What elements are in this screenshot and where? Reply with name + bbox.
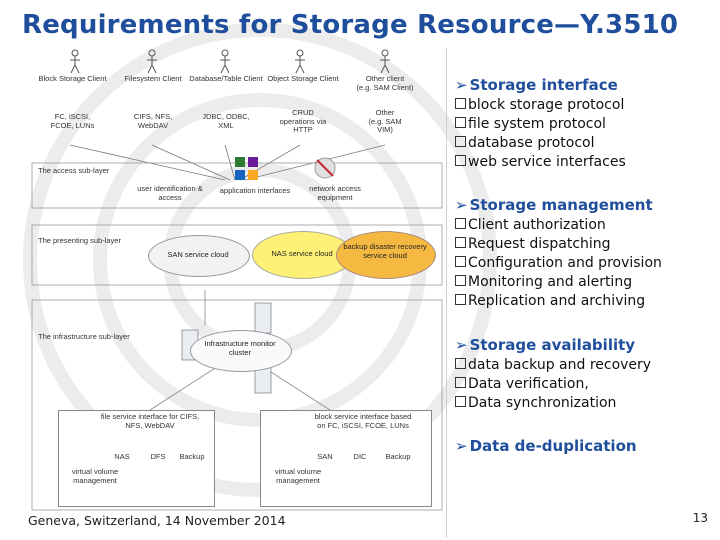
list-item: file system protocol xyxy=(455,115,717,134)
section-storage-management: ➢Storage management Client authorization… xyxy=(455,194,717,311)
page-number: 13 xyxy=(692,511,708,525)
presenting-sublayer-label: The presenting sub-layer xyxy=(38,236,121,245)
client-database: Database/Table Client xyxy=(189,74,263,83)
section-title: ➢Data de-duplication xyxy=(455,437,637,455)
access-sublayer-label: The access sub-layer xyxy=(38,166,110,175)
disk-backup-right: Backup xyxy=(385,452,411,461)
client-other: Other client (e.g. SAM Client) xyxy=(356,74,414,92)
arrow-bullet-icon: ➢ xyxy=(455,336,468,354)
client-block-storage: Block Storage Client xyxy=(38,74,107,83)
arrow-bullet-icon: ➢ xyxy=(455,196,468,214)
list-item: Replication and archiving xyxy=(455,292,717,311)
square-bullet-icon xyxy=(455,358,466,369)
list-item: database protocol xyxy=(455,134,717,153)
client-filesystem: Filesystem Client xyxy=(124,74,182,83)
architecture-diagram: Block Storage Client Filesystem Client D… xyxy=(30,45,445,515)
section-title: ➢Storage management xyxy=(455,196,653,214)
list-item: Configuration and provision xyxy=(455,254,717,273)
access-item-app-interfaces: application interfaces xyxy=(219,186,291,195)
square-bullet-icon xyxy=(455,237,466,248)
list-item: Client authorization xyxy=(455,216,717,235)
disk-dic: DIC xyxy=(353,452,367,461)
square-bullet-icon xyxy=(455,294,466,305)
square-bullet-icon xyxy=(455,396,466,407)
infra-cluster-cloud xyxy=(190,330,292,372)
file-service-box xyxy=(58,410,215,507)
square-bullet-icon xyxy=(455,155,466,166)
arrow-bullet-icon: ➢ xyxy=(455,437,468,455)
divider xyxy=(446,48,447,538)
square-bullet-icon xyxy=(455,218,466,229)
file-service-label: file service interface for CIFS, NFS, We… xyxy=(100,412,200,430)
section-data-deduplication: ➢Data de-duplication xyxy=(455,435,717,457)
square-bullet-icon xyxy=(455,117,466,128)
square-bullet-icon xyxy=(455,136,466,147)
section-title: ➢Storage availability xyxy=(455,336,636,354)
disk-san: SAN xyxy=(317,452,333,461)
infrastructure-sublayer-label: The infrastructure sub-layer xyxy=(38,332,130,341)
arrow-bullet-icon: ➢ xyxy=(455,76,468,94)
footer-text: Geneva, Switzerland, 14 November 2014 xyxy=(28,513,286,528)
square-bullet-icon xyxy=(455,275,466,286)
protocols-filesystem: CIFS, NFS, WebDAV xyxy=(133,112,173,130)
protocols-other: Other (e.g. SAM VIM) xyxy=(368,108,402,135)
disk-nas: NAS xyxy=(114,452,130,461)
section-storage-interface: ➢Storage interface block storage protoco… xyxy=(455,74,717,172)
access-item-network: network access equipment xyxy=(309,184,361,202)
backup-cloud xyxy=(336,231,436,279)
san-cloud-label: SAN service cloud xyxy=(167,250,229,259)
list-item: Data synchronization xyxy=(455,394,717,413)
block-service-box xyxy=(260,410,432,507)
protocols-block: FC, iSCSI, FCOE, LUNs xyxy=(50,112,95,130)
list-item: block storage protocol xyxy=(455,96,717,115)
list-item: web service interfaces xyxy=(455,153,717,172)
client-object-storage: Object Storage Client xyxy=(267,74,339,83)
list-item: Monitoring and alerting xyxy=(455,273,717,292)
nas-cloud-label: NAS service cloud xyxy=(271,249,333,258)
protocols-database: JDBC, ODBC, XML xyxy=(202,112,250,130)
access-item-user-id: user identification & access xyxy=(137,184,203,202)
vvm-left-label: virtual volume management xyxy=(71,467,119,485)
vvm-right-label: virtual volume management xyxy=(274,467,322,485)
list-item: data backup and recovery xyxy=(455,356,717,375)
square-bullet-icon xyxy=(455,98,466,109)
disk-dfs: DFS xyxy=(150,452,166,461)
section-storage-availability: ➢Storage availability data backup and re… xyxy=(455,334,717,413)
san-cloud xyxy=(148,235,250,277)
list-item: Request dispatching xyxy=(455,235,717,254)
infra-cluster-label: Infrastructure monitor cluster xyxy=(204,339,276,357)
square-bullet-icon xyxy=(455,377,466,388)
square-bullet-icon xyxy=(455,256,466,267)
disk-backup-left: Backup xyxy=(179,452,205,461)
protocols-object: CRUD operations via HTTP xyxy=(279,108,327,135)
list-item: Data verification, xyxy=(455,375,717,394)
slide-title: Requirements for Storage Resource—Y.3510 xyxy=(22,10,679,40)
block-service-label: block service interface based on FC, iSC… xyxy=(314,412,412,430)
backup-cloud-label: backup disaster recovery service cloud xyxy=(343,242,427,260)
section-title: ➢Storage interface xyxy=(455,76,618,94)
